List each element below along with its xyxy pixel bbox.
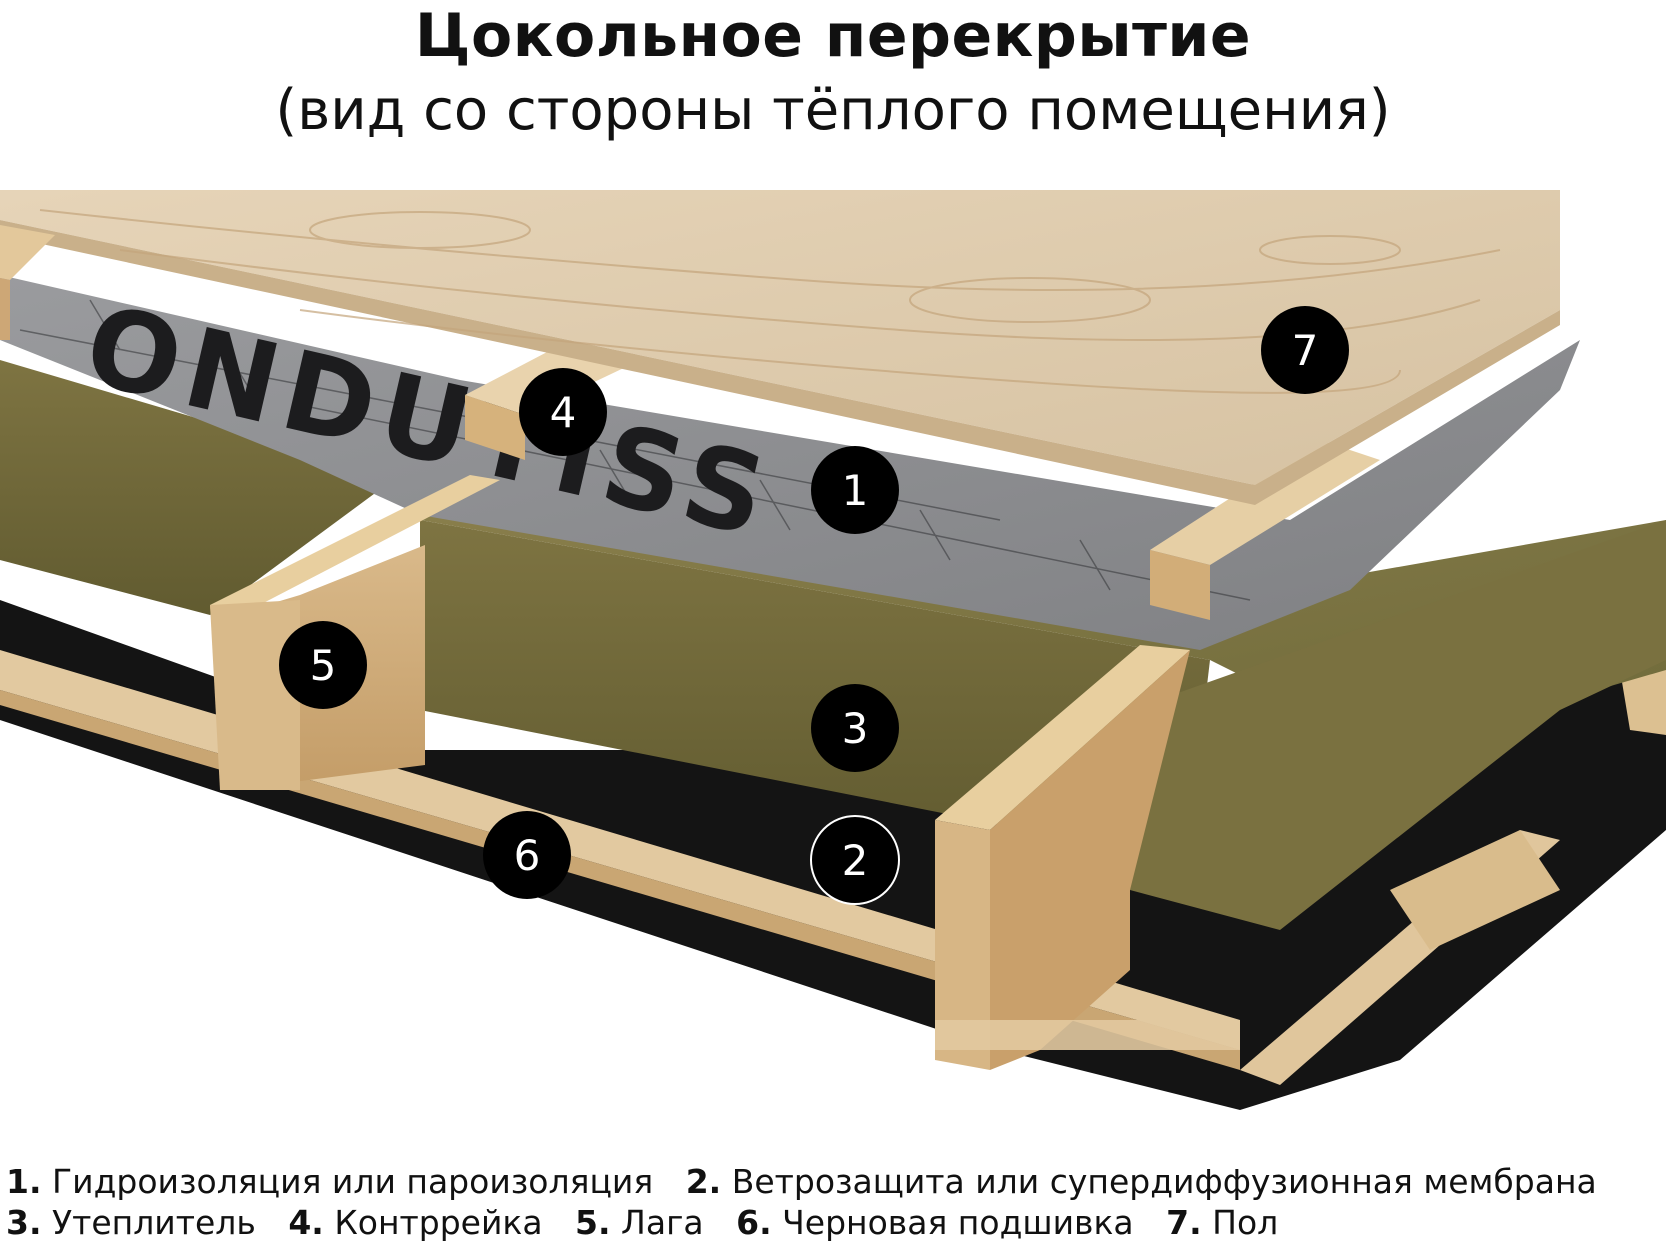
- marker-7: 7: [1261, 306, 1349, 394]
- legend-item-1: 1. Гидроизоляция или пароизоляция: [6, 1162, 654, 1201]
- counter-batten-rear-front: [465, 395, 525, 460]
- counter-batten-right-top: [1150, 440, 1380, 565]
- counter-batten-right-front: [1150, 550, 1210, 620]
- marker-5: 5: [279, 621, 367, 709]
- legend-item-2: 2. Ветрозащита или супердиффузионная мем…: [685, 1162, 1597, 1201]
- joist-right-front: [935, 820, 990, 1070]
- marker-6: 6: [483, 811, 571, 899]
- svg-text:7: 7: [1292, 326, 1319, 375]
- insulation-right-front: [1130, 520, 1666, 930]
- svg-text:2: 2: [842, 836, 869, 885]
- joist-right-top: [935, 645, 1190, 830]
- svg-text:1: 1: [842, 466, 869, 515]
- floor-board-top: [0, 190, 1560, 485]
- subfloor-board-back: [1390, 830, 1560, 950]
- legend-row-1: 1. Гидроизоляция или пароизоляция 2. Вет…: [6, 1162, 1619, 1202]
- diagram-title: Цокольное перекрытие: [414, 1, 1252, 71]
- subfloor-board-front-overlay: [935, 1020, 1240, 1050]
- svg-text:5: 5: [310, 641, 337, 690]
- joist-far-left-top: [0, 225, 55, 280]
- marker-2: 2: [810, 815, 900, 905]
- joist-left-top: [210, 475, 500, 610]
- svg-text:3: 3: [842, 704, 869, 753]
- marker-1: 1: [811, 446, 899, 534]
- diagram-subtitle: (вид со стороны тёплого помещения): [275, 78, 1391, 143]
- floor-cross-section-illustration: ONDUTISS 7 4 1 5: [0, 190, 1666, 1110]
- legend-item-7: 7. Пол: [1166, 1203, 1279, 1242]
- marker-4: 4: [519, 368, 607, 456]
- legend-row-2: 3. Утеплитель 4. Контррейка 5. Лага 6. Ч…: [6, 1203, 1300, 1243]
- marker-3: 3: [811, 684, 899, 772]
- svg-text:6: 6: [514, 831, 541, 880]
- legend-item-6: 6. Черновая подшивка: [736, 1203, 1134, 1242]
- legend-item-4: 4. Контррейка: [288, 1203, 543, 1242]
- joist-left-face: [210, 600, 300, 790]
- subfloor-board-front-side: [0, 690, 1240, 1070]
- svg-text:4: 4: [550, 388, 577, 437]
- legend-item-5: 5. Лага: [575, 1203, 704, 1242]
- insulation-left-front: [0, 360, 420, 615]
- joist-far-left-side: [0, 278, 10, 340]
- joist-right-side: [990, 650, 1190, 1070]
- legend-item-3: 3. Утеплитель: [6, 1203, 256, 1242]
